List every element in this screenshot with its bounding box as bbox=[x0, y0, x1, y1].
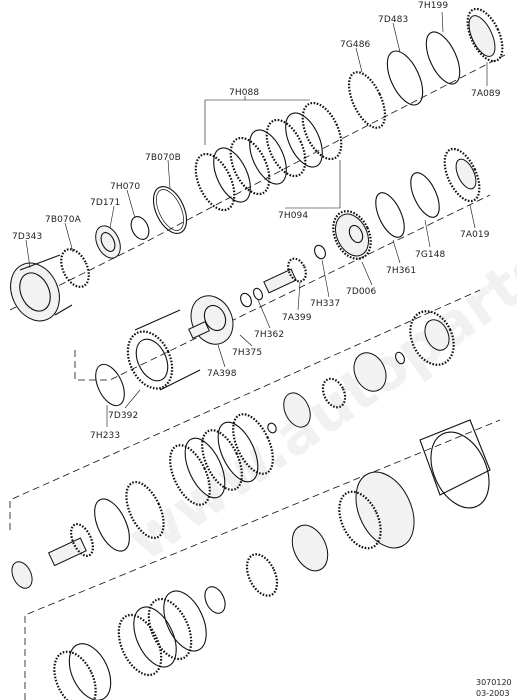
callout-7h094: 7H094 bbox=[278, 211, 308, 221]
part-7g148-snap-ring bbox=[410, 172, 440, 218]
callout-7g486: 7G486 bbox=[340, 40, 371, 50]
callout-labels: 7H199 7D483 7G486 7A089 7H088 7B070B 7H0… bbox=[12, 1, 501, 441]
callout-7a089: 7A089 bbox=[471, 89, 501, 99]
callout-7a019: 7A019 bbox=[460, 230, 490, 240]
callout-7d006: 7D006 bbox=[346, 287, 377, 297]
part-7h233-snap-ring bbox=[95, 363, 125, 407]
part-output-shaft bbox=[11, 523, 94, 589]
part-7a089-gear bbox=[466, 7, 504, 63]
callout-7h199: 7H199 bbox=[418, 1, 448, 11]
callout-7h233: 7H233 bbox=[90, 431, 120, 441]
callout-7d343: 7D343 bbox=[12, 232, 42, 242]
part-7h088-clutch-plates bbox=[194, 101, 343, 212]
part-7d343-ring-gear-housing bbox=[10, 254, 73, 322]
callout-7b070b: 7B070B bbox=[145, 153, 181, 163]
part-7h199-snap-ring bbox=[425, 31, 461, 85]
part-7d392-drum bbox=[126, 309, 201, 391]
callout-7h337: 7H337 bbox=[310, 299, 340, 309]
drawing-code: 3070120 bbox=[476, 678, 512, 687]
callout-7h361: 7H361 bbox=[386, 266, 416, 276]
part-bottom-clutch-pack bbox=[53, 590, 207, 700]
part-7a019-ring-gear bbox=[443, 147, 481, 203]
callout-7h070: 7H070 bbox=[110, 182, 140, 192]
watermark: www.autoparts bbox=[115, 232, 517, 574]
part-7h362-washers bbox=[240, 287, 263, 308]
part-7b070b-snap-ring bbox=[152, 186, 188, 234]
callout-7b070a: 7B070A bbox=[45, 215, 82, 225]
part-7h361-snap-ring bbox=[375, 192, 405, 238]
leader-lines bbox=[25, 11, 488, 427]
part-7h337-washer bbox=[314, 244, 326, 260]
part-7d483-plate bbox=[386, 50, 424, 106]
callout-7h362: 7H362 bbox=[254, 330, 284, 340]
part-7d006-carrier bbox=[332, 210, 372, 260]
callout-7d171: 7D171 bbox=[90, 198, 120, 208]
callout-7a399: 7A399 bbox=[282, 313, 312, 323]
callout-7d483: 7D483 bbox=[378, 15, 408, 25]
callout-7g148: 7G148 bbox=[415, 250, 446, 260]
callout-7a398: 7A398 bbox=[207, 369, 237, 379]
part-7a399-sun-shaft bbox=[263, 257, 307, 294]
part-7b070a-snap-ring bbox=[60, 248, 90, 288]
callout-7h088: 7H088 bbox=[229, 88, 259, 98]
part-7d171-hub bbox=[95, 225, 121, 259]
part-bottom-hub bbox=[204, 524, 329, 614]
part-clutch-pack-3 bbox=[94, 413, 274, 552]
drawing-footer: 3070120 03-2003 bbox=[476, 678, 512, 698]
part-7g486-wave-spring bbox=[347, 71, 387, 129]
drawing-date: 03-2003 bbox=[476, 689, 509, 698]
part-band-drum bbox=[338, 419, 491, 550]
callout-7d392: 7D392 bbox=[108, 411, 138, 421]
callout-7h375: 7H375 bbox=[232, 348, 262, 358]
part-7h070-ring bbox=[130, 216, 150, 240]
part-clutch-hub-assembly bbox=[267, 310, 455, 434]
part-7a398-planet-carrier bbox=[188, 295, 234, 345]
